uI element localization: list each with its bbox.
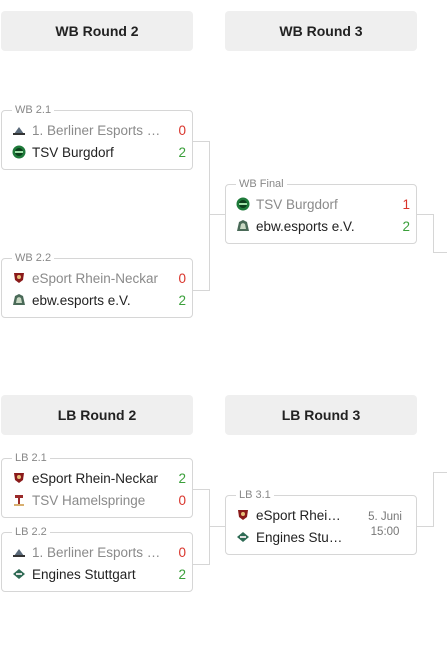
engines-logo-icon bbox=[237, 532, 249, 542]
bracket-connector bbox=[209, 214, 225, 215]
bracket-connector bbox=[193, 141, 210, 291]
team-name: TSV Burgdorf bbox=[256, 196, 338, 212]
team-score: 2 bbox=[178, 566, 186, 582]
tsv-burgdorf-logo-icon bbox=[236, 197, 250, 211]
team-score: 0 bbox=[178, 544, 186, 560]
match-lb-2-2[interactable]: LB 2.2 1. Berliner Esports Club 0 Engine… bbox=[1, 525, 193, 592]
team-score: 0 bbox=[178, 270, 186, 286]
bracket-connector bbox=[433, 472, 447, 473]
round-header-wb2: WB Round 2 bbox=[1, 11, 193, 51]
round-title: WB Round 2 bbox=[55, 23, 139, 39]
team-row[interactable]: eSport Rhein-Neckar 2 bbox=[2, 467, 192, 489]
round-header-lb2: LB Round 2 bbox=[1, 395, 193, 435]
match-schedule: 5. Juni 15:00 bbox=[368, 510, 402, 540]
team-score: 1 bbox=[402, 196, 410, 212]
match-label: WB 2.1 bbox=[12, 103, 55, 117]
team-score: 2 bbox=[178, 292, 186, 308]
ebw-logo-icon bbox=[237, 220, 249, 231]
team-name: eSport Rhein-Neckar bbox=[32, 270, 159, 286]
match-label: LB 2.1 bbox=[12, 451, 50, 465]
team-name: TSV Burgdorf bbox=[32, 144, 114, 160]
team-score: 2 bbox=[402, 218, 410, 234]
match-lb-2-1[interactable]: LB 2.1 eSport Rhein-Neckar 2 TSV Hamelsp… bbox=[1, 451, 193, 518]
team-row[interactable]: eSport Rhein-Neckar bbox=[226, 504, 416, 526]
team-row[interactable]: 1. Berliner Esports Club 0 bbox=[2, 541, 192, 563]
match-lb-3-1[interactable]: LB 3.1 eSport Rhein-Neckar Engines Stutt… bbox=[225, 488, 417, 555]
rhein-neckar-logo-icon bbox=[238, 510, 248, 520]
engines-logo-icon bbox=[13, 569, 25, 579]
team-score: 0 bbox=[178, 492, 186, 508]
round-title: WB Round 3 bbox=[279, 23, 363, 39]
match-time: 15:00 bbox=[370, 526, 400, 538]
team-score: 2 bbox=[178, 144, 186, 160]
bracket-connector bbox=[433, 252, 447, 253]
berliner-logo-icon bbox=[13, 549, 25, 557]
team-row[interactable]: TSV Hamelspringe 0 bbox=[2, 489, 192, 511]
rhein-neckar-logo-icon bbox=[14, 473, 24, 483]
team-name: Engines Stuttgart bbox=[32, 566, 136, 582]
team-row[interactable]: ebw.esports e.V. 2 bbox=[2, 289, 192, 311]
team-row[interactable]: eSport Rhein-Neckar 0 bbox=[2, 267, 192, 289]
ebw-logo-icon bbox=[13, 294, 25, 305]
hamelspringe-logo-icon bbox=[14, 495, 24, 506]
team-row[interactable]: Engines Stuttgart bbox=[226, 526, 416, 548]
berliner-logo-icon bbox=[13, 127, 25, 135]
team-name: eSport Rhein-Neckar bbox=[32, 470, 159, 486]
team-row[interactable]: Engines Stuttgart 2 bbox=[2, 563, 192, 585]
team-score: 0 bbox=[178, 122, 186, 138]
match-wb-2-2[interactable]: WB 2.2 eSport Rhein-Neckar 0 ebw.esports… bbox=[1, 251, 193, 318]
team-row[interactable]: 1. Berliner Esports Club 0 bbox=[2, 119, 192, 141]
bracket-connector bbox=[209, 526, 225, 527]
team-row[interactable]: TSV Burgdorf 1 bbox=[226, 193, 416, 215]
match-wb-2-1[interactable]: WB 2.1 1. Berliner Esports Club 0 TSV Bu… bbox=[1, 103, 193, 170]
bracket-connector bbox=[417, 214, 434, 253]
match-label: WB Final bbox=[236, 177, 287, 191]
round-header-wb3: WB Round 3 bbox=[225, 11, 417, 51]
bracket-connector bbox=[417, 472, 434, 527]
team-name: 1. Berliner Esports Club bbox=[32, 544, 170, 560]
team-row[interactable]: ebw.esports e.V. 2 bbox=[226, 215, 416, 237]
bracket-connector bbox=[193, 489, 210, 565]
team-name: TSV Hamelspringe bbox=[32, 492, 146, 508]
round-title: LB Round 3 bbox=[281, 407, 361, 423]
team-name: eSport Rhein-Neckar bbox=[256, 507, 346, 523]
team-name: ebw.esports e.V. bbox=[256, 218, 355, 234]
tsv-burgdorf-logo-icon bbox=[12, 145, 26, 159]
match-label: LB 2.2 bbox=[12, 525, 50, 539]
team-name: Engines Stuttgart bbox=[256, 529, 346, 545]
team-name: ebw.esports e.V. bbox=[32, 292, 131, 308]
match-label: LB 3.1 bbox=[236, 488, 274, 502]
match-date: 5. Juni bbox=[368, 511, 402, 523]
round-title: LB Round 2 bbox=[57, 407, 137, 423]
team-row[interactable]: TSV Burgdorf 2 bbox=[2, 141, 192, 163]
round-header-lb3: LB Round 3 bbox=[225, 395, 417, 435]
rhein-neckar-logo-icon bbox=[14, 273, 24, 283]
match-wb-final[interactable]: WB Final TSV Burgdorf 1 ebw.esports e.V.… bbox=[225, 177, 417, 244]
team-name: 1. Berliner Esports Club bbox=[32, 122, 170, 138]
match-label: WB 2.2 bbox=[12, 251, 55, 265]
team-score: 2 bbox=[178, 470, 186, 486]
